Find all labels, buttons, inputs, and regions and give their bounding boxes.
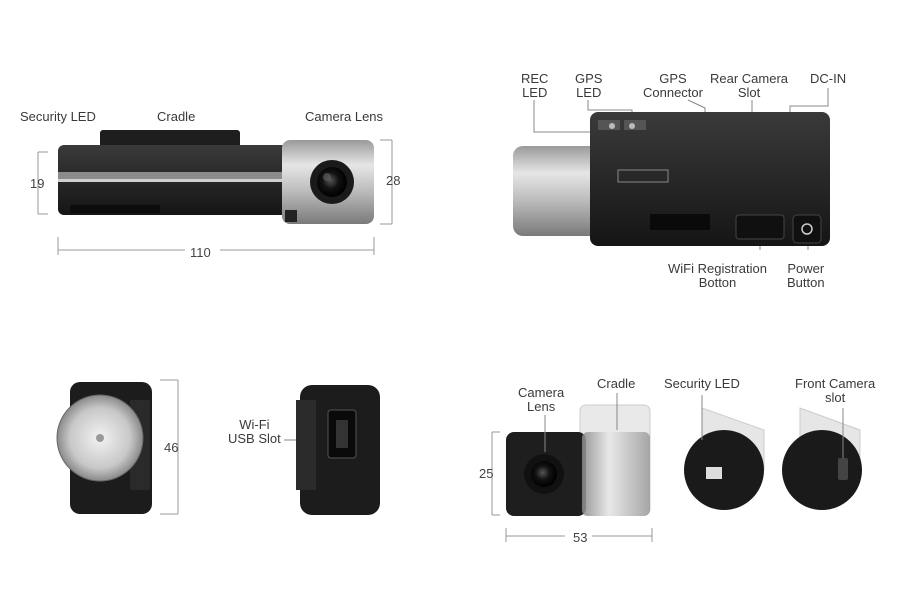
front-view	[37, 130, 393, 255]
rear-cradle-label: Cradle	[597, 376, 636, 391]
rear-camera-lens-label: Camera Lens	[518, 385, 565, 414]
power-button-label: Power Button	[787, 261, 825, 290]
rear-camera-view	[491, 393, 653, 542]
rec-led-label: REC LED	[521, 71, 549, 100]
height-25: 25	[479, 466, 494, 481]
rear-security-led-label: Security LED	[664, 376, 740, 391]
side-view-left	[56, 379, 179, 515]
height-19: 19	[30, 176, 45, 191]
gps-connector-label: GPS Connector	[643, 71, 703, 100]
wifi-registration-label: WiFi Registration Botton	[668, 261, 767, 290]
gps-led-label: GPS LED	[575, 71, 603, 100]
cradle-label: Cradle	[157, 109, 196, 124]
height-28: 28	[386, 173, 401, 188]
rear-camera-side	[684, 395, 765, 510]
dc-in-label: DC-IN	[810, 71, 847, 86]
security-led-label: Security LED	[20, 109, 96, 124]
side-view-right	[284, 385, 380, 515]
rear-camera-slot-label: Rear Camera Slot	[710, 71, 789, 100]
wifi-usb-slot-label: Wi-Fi USB Slot	[228, 417, 281, 446]
length-53: 53	[573, 530, 588, 545]
height-46: 46	[164, 440, 179, 455]
front-camera-slot-label: Front Camera slot	[795, 376, 876, 405]
rear-view	[513, 88, 830, 250]
camera-lens-label: Camera Lens	[305, 109, 384, 124]
length-110: 110	[190, 245, 211, 260]
rear-camera-side-2	[782, 407, 862, 510]
